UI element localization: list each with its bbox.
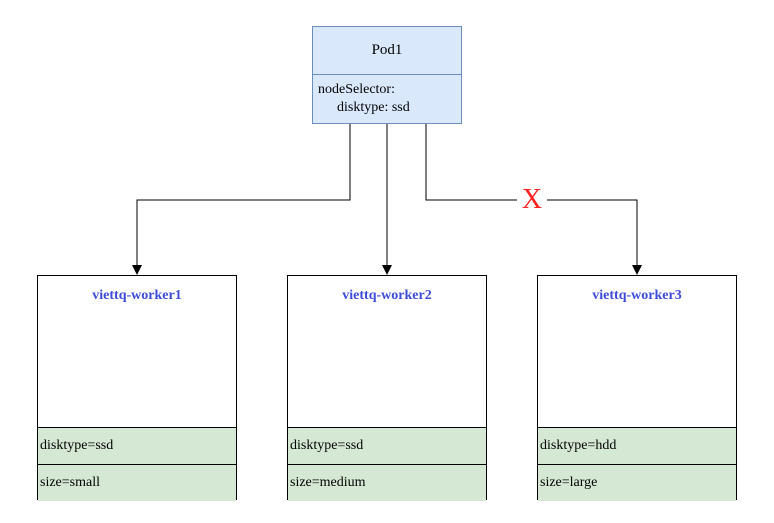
pod-title: Pod1 (313, 27, 461, 75)
node-selector-value: disktype: ssd (337, 100, 410, 115)
worker-node-2[interactable]: viettq-worker2 disktype=ssd size=medium (287, 275, 487, 501)
blocked-x-mark: X (517, 183, 547, 217)
worker-name: viettq-worker2 (342, 288, 432, 303)
worker-label-disktype: disktype=ssd (288, 427, 486, 464)
edge-pod-to-worker1 (132, 124, 351, 275)
worker-label-size: size=small (38, 464, 236, 501)
worker-label-size: size=medium (288, 464, 486, 501)
worker-name: viettq-worker1 (92, 288, 182, 303)
worker-node-1[interactable]: viettq-worker1 disktype=ssd size=small (37, 275, 237, 501)
worker-name: viettq-worker3 (592, 288, 682, 303)
worker-label-disktype: disktype=hdd (538, 427, 736, 464)
worker-node-3[interactable]: viettq-worker3 disktype=hdd size=large (537, 275, 737, 501)
worker-label-size: size=large (538, 464, 736, 501)
worker-label-disktype: disktype=ssd (38, 427, 236, 464)
node-selector-label: nodeSelector: (318, 82, 395, 97)
pod1-box[interactable]: Pod1 nodeSelector: disktype: ssd (312, 26, 462, 124)
pod-node-selector: nodeSelector: disktype: ssd (313, 75, 461, 117)
